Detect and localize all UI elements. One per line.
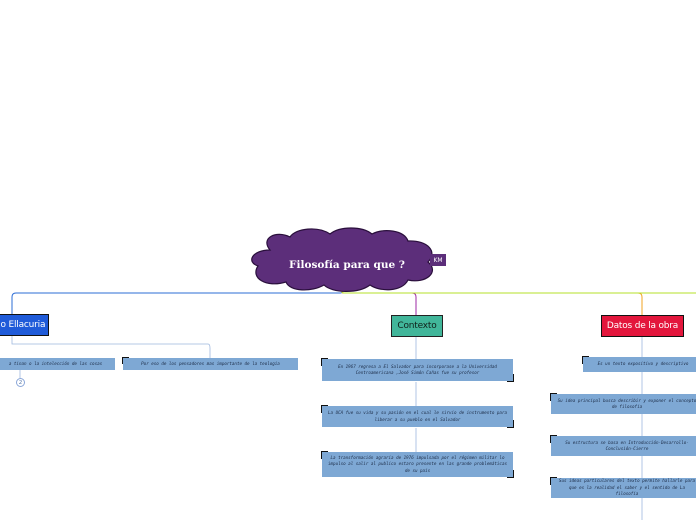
leaf-datos-4-text: Sus ideas particulares del texto permite…	[558, 478, 696, 497]
corner-mark	[507, 470, 514, 478]
leaf-ellacuria-2-text: Por eso de los pensadores mas importante…	[141, 360, 280, 366]
branch-contexto[interactable]: Contexto	[391, 315, 443, 337]
leaf-ellacuria-1[interactable]: a tinan o la intelección de las cosas	[0, 358, 115, 370]
km-badge[interactable]: KM	[430, 254, 446, 266]
corner-mark	[507, 374, 514, 382]
leaf-datos-1[interactable]: Es un texto expositivo y descriptivo	[583, 357, 696, 372]
branch-datos-obra[interactable]: Datos de la obra	[601, 315, 684, 337]
central-connectors	[11, 286, 696, 316]
branch-contexto-label: Contexto	[397, 321, 437, 331]
leaf-datos-3[interactable]: Su estructura se basa en Introducción-De…	[551, 436, 696, 456]
collapsed-count-badge[interactable]: 2	[16, 378, 25, 387]
leaf-contexto-2[interactable]: La UCA fue su vida y su pasión en el cua…	[322, 406, 513, 427]
leaf-contexto-3-text: La transformación agraria de 1976 impuls…	[328, 454, 507, 473]
branch-ellacuria[interactable]: ado Ellacuria	[0, 314, 49, 336]
leaf-contexto-1[interactable]: En 1967 regresa a El Salvador para incor…	[322, 359, 513, 381]
connector-ellacuria	[11, 286, 343, 316]
leaf-ellacuria-2[interactable]: Por eso de los pensadores mas importante…	[123, 358, 298, 370]
leaf-datos-2[interactable]: Su idea principal busca describir y expo…	[551, 394, 696, 414]
leaf-datos-2-text: Su idea principal busca describir y expo…	[557, 397, 696, 410]
leaf-contexto-2-text: La UCA fue su vida y su pasión en el cua…	[328, 410, 507, 422]
connector-datos	[341, 286, 643, 316]
leaf-contexto-1-text: En 1967 regresa a El Salvador para incor…	[338, 363, 497, 376]
central-topic-title[interactable]: Filosofía para que ?	[289, 259, 405, 271]
leaf-datos-3-text: Su estructura se basa en Introducción-De…	[565, 439, 689, 452]
corner-mark	[507, 420, 514, 428]
leaf-ellacuria-1-text: a tinan o la intelección de las cosas	[8, 360, 103, 366]
connector-right	[341, 291, 696, 294]
leaf-datos-1-text: Es un texto expositivo y descriptivo	[597, 361, 689, 367]
central-cloud[interactable]	[251, 227, 434, 292]
branch-ellacuria-label: ado Ellacuria	[0, 320, 46, 330]
leaf-contexto-3[interactable]: La transformación agraria de 1976 impuls…	[322, 452, 513, 477]
connector-ellacuria-leaves	[11, 336, 211, 358]
ellacuria-connectors	[11, 336, 211, 378]
branch-datos-obra-label: Datos de la obra	[606, 321, 679, 331]
leaf-datos-4[interactable]: Sus ideas particulares del texto permite…	[551, 478, 696, 498]
